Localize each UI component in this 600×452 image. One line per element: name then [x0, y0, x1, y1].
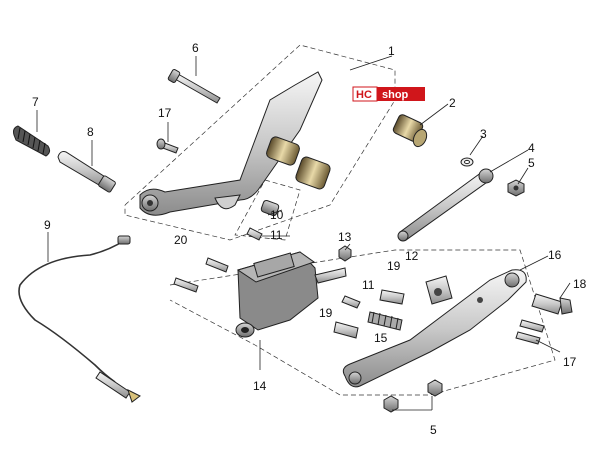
logo-text-right: shop: [382, 89, 409, 101]
spring-part-15: [367, 311, 403, 331]
callout-8: 8: [87, 125, 94, 139]
callout-18: 18: [573, 277, 587, 291]
sensor-cable-part-9: [18, 235, 141, 403]
nut-part-5-lower: [383, 379, 443, 413]
bushing-part-2: [392, 114, 428, 148]
spacer-part-10: [260, 199, 280, 217]
hcshop-logo: HC shop: [352, 86, 425, 102]
callout-19-lower: 19: [319, 306, 333, 320]
callout-1: 1: [388, 44, 395, 58]
lever-bushing-large: [266, 136, 331, 190]
callout-11-lower: 11: [362, 278, 375, 292]
bolt-part-17-upper: [156, 138, 179, 154]
pin-part-19-lower: [333, 321, 359, 339]
footpeg-shaft-part-8: [57, 151, 116, 193]
screw-part-11-lower: [341, 295, 361, 309]
nut-part-5-upper: [507, 179, 525, 197]
callout-16: 16: [548, 248, 562, 262]
nut-part-13: [338, 245, 352, 262]
callout-17-upper: 17: [158, 106, 172, 120]
callout-14: 14: [253, 379, 267, 393]
callout-4: 4: [528, 141, 535, 155]
bolt-part-6: [167, 69, 221, 104]
callout-2: 2: [449, 96, 456, 110]
callout-20: 20: [174, 233, 188, 247]
callout-6: 6: [192, 41, 199, 55]
footpeg-rubber-part-7: [13, 125, 51, 157]
callout-11-upper: 11: [270, 228, 283, 242]
bolt-part-20: [173, 257, 229, 293]
callout-15: 15: [374, 331, 388, 345]
callout-12: 12: [405, 249, 419, 263]
callout-labels: 1 2 3 4 5 5 6 7 8 9 10 11 11 12 13 14 15…: [32, 41, 587, 437]
pin-part-19-upper: [379, 289, 405, 305]
assembly-outline-rear-set: [169, 249, 556, 396]
master-cylinder-part-14: [235, 251, 347, 338]
bolt-part-17-lower: [515, 319, 545, 345]
assembly-outline-gear-lever: [124, 44, 396, 241]
linkage-rod-part-4: [397, 168, 494, 242]
callout-17-lower: 17: [563, 355, 577, 369]
callout-10: 10: [270, 208, 284, 222]
callout-9: 9: [44, 218, 51, 232]
callout-5-lower: 5: [430, 423, 437, 437]
callout-3: 3: [480, 127, 487, 141]
callout-5-upper: 5: [528, 156, 535, 170]
screw-part-11-upper: [246, 227, 263, 241]
bracket-part-12: [425, 275, 453, 305]
callout-13: 13: [338, 230, 352, 244]
callout-7: 7: [32, 95, 39, 109]
leader-lines: [36, 55, 571, 411]
brake-pedal-part-16: [342, 269, 527, 388]
logo-text-left: HC: [356, 89, 372, 101]
gear-lever-plate: [139, 71, 323, 216]
washer-part-3: [460, 157, 474, 167]
callout-19-upper: 19: [387, 259, 401, 273]
pivot-bolt-part-18: [531, 293, 573, 315]
